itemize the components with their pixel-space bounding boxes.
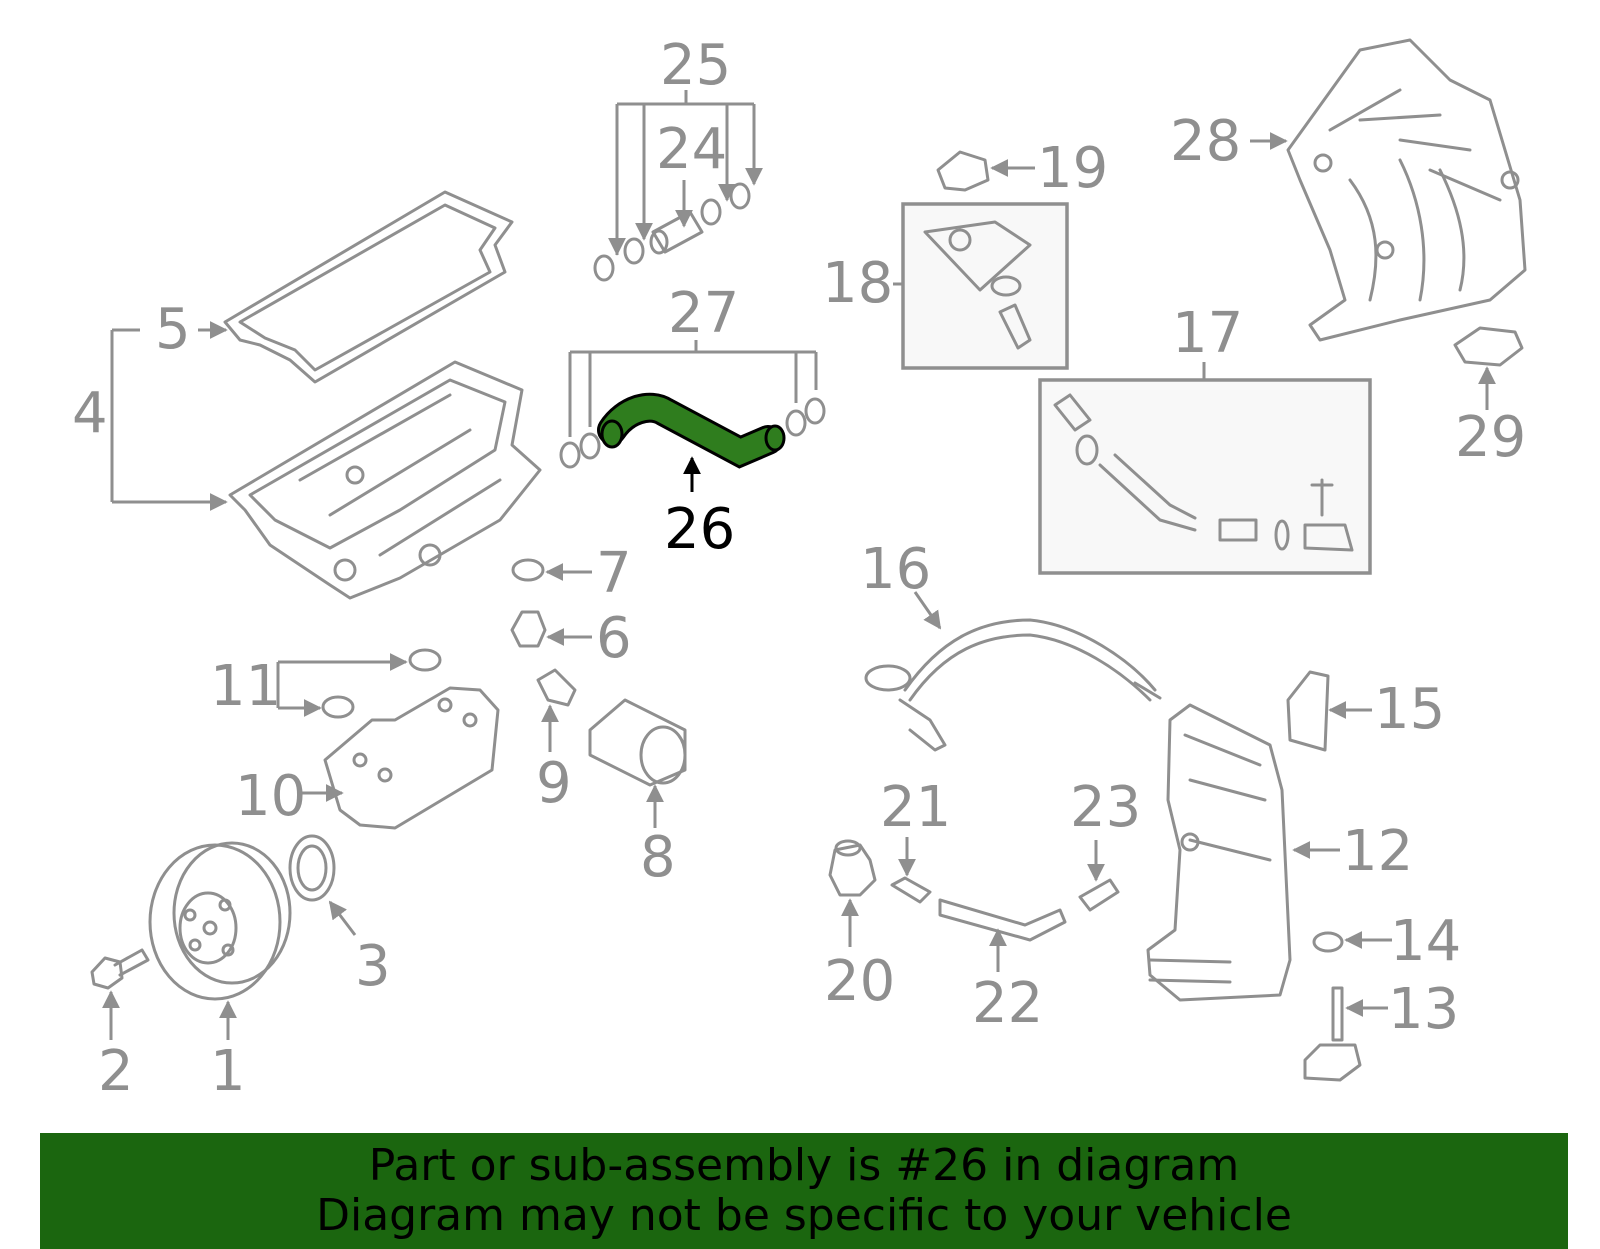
callout-29: 29 <box>1455 405 1526 470</box>
intake-manifold-28 <box>1286 38 1527 342</box>
callout-15: 15 <box>1374 677 1445 742</box>
box-17 <box>1038 378 1372 575</box>
callout-28: 28 <box>1170 109 1241 174</box>
callout-8: 8 <box>640 825 676 890</box>
callout-16: 16 <box>860 537 931 602</box>
callout-23: 23 <box>1070 775 1141 840</box>
o-rings-27 <box>559 397 826 469</box>
banner-line-1: Part or sub-assembly is #26 in diagram <box>368 1140 1240 1191</box>
callout-14: 14 <box>1390 909 1461 974</box>
o-ring-7 <box>511 558 545 582</box>
pipe-kit-17 <box>1053 393 1354 552</box>
drain-plug-6 <box>510 610 547 648</box>
info-banner: Part or sub-assembly is #26 in diagram D… <box>40 1133 1568 1249</box>
crank-pulley-1 <box>148 841 292 1001</box>
callout-27: 27 <box>668 281 739 346</box>
callout-4: 4 <box>72 381 108 446</box>
plug-9 <box>536 668 577 707</box>
callout-18: 18 <box>822 251 893 316</box>
o-ring-11a <box>408 648 442 672</box>
oil-cooler-gasket-10 <box>323 686 500 830</box>
callout-11: 11 <box>210 654 281 719</box>
o-ring-14 <box>1312 931 1344 953</box>
callout-3: 3 <box>355 934 391 999</box>
callout-10: 10 <box>235 764 306 829</box>
callout-7: 7 <box>596 541 632 606</box>
oil-pan <box>228 360 542 600</box>
baffle-15 <box>1286 670 1330 752</box>
callout-19: 19 <box>1037 136 1108 201</box>
crank-seal-3 <box>288 834 336 902</box>
oil-housing-12 <box>1146 703 1292 1002</box>
cap-19 <box>936 150 990 192</box>
hose-23 <box>1078 878 1120 912</box>
callout-26: 26 <box>664 497 735 562</box>
callout-labels: 25 24 27 26 5 4 19 18 28 17 29 16 15 12 … <box>72 33 1526 1104</box>
callout-1: 1 <box>210 1039 246 1104</box>
callout-12: 12 <box>1342 819 1413 884</box>
dipstick-tube-16 <box>864 618 1162 752</box>
callout-13: 13 <box>1388 977 1459 1042</box>
callout-22: 22 <box>972 971 1043 1036</box>
oil-level-sensor-13 <box>1303 986 1362 1082</box>
callout-25: 25 <box>660 33 731 98</box>
oil-filter-8 <box>588 698 687 787</box>
callout-17: 17 <box>1172 301 1243 366</box>
callout-24: 24 <box>656 117 727 182</box>
callout-9: 9 <box>536 751 572 816</box>
callout-20: 20 <box>824 949 895 1014</box>
leader-lines <box>102 90 1496 1040</box>
hose-26-highlighted <box>597 392 786 469</box>
oil-pan-gasket <box>223 190 514 384</box>
banner-line-2: Diagram may not be specific to your vehi… <box>316 1190 1292 1241</box>
connector-tube-24 <box>649 210 704 255</box>
bolt-2 <box>90 948 150 990</box>
callout-5: 5 <box>155 297 191 362</box>
callout-6: 6 <box>596 606 632 671</box>
gasket-29 <box>1453 326 1524 367</box>
valve-20 <box>828 839 877 897</box>
hose-21 <box>890 876 932 904</box>
kit-18 <box>923 220 1032 350</box>
hose-22 <box>938 898 1067 942</box>
callout-21: 21 <box>880 775 951 840</box>
o-ring-11b <box>321 695 355 719</box>
callout-2: 2 <box>98 1039 134 1104</box>
